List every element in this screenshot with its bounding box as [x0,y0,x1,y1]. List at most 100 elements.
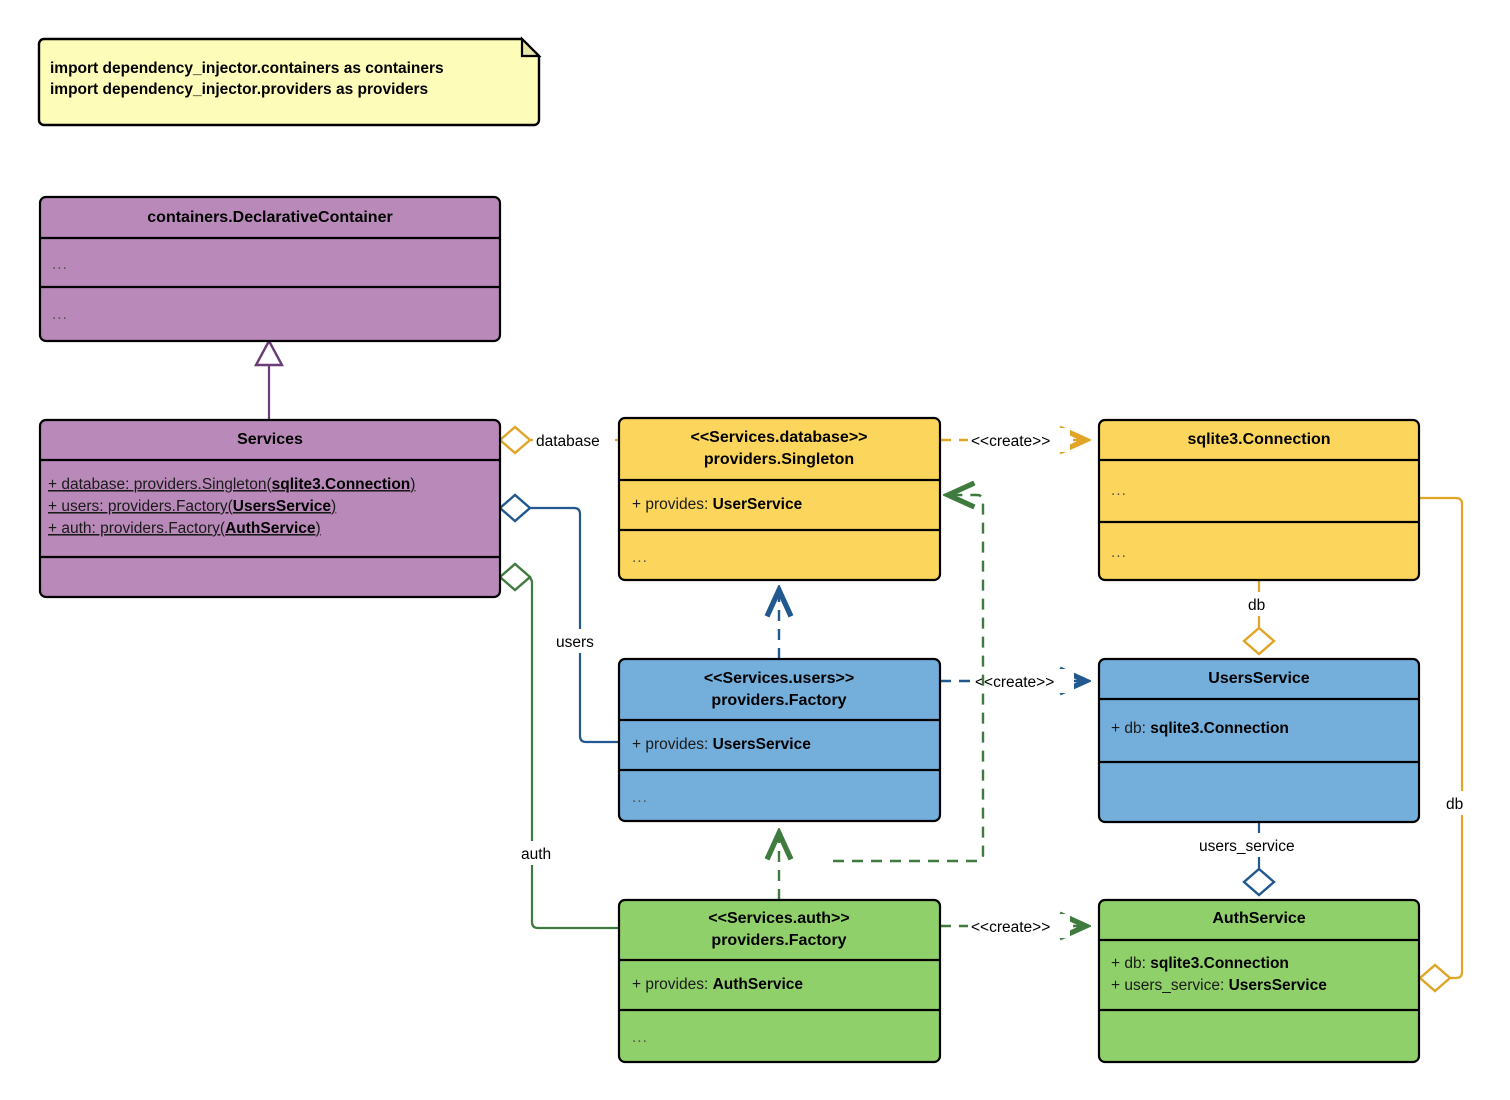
class-body [38,418,502,599]
class-services[interactable]: Services + database: providers.Singleton… [38,418,502,599]
class-declarative-container[interactable]: containers.DeclarativeContainer ... ... [38,195,502,343]
aggregation-diamond-icon [498,562,532,592]
class-auth-service[interactable]: AuthService + db: sqlite3.Connection + u… [1097,898,1421,1064]
attr-visibility: + [632,976,641,993]
label-backing [1244,592,1278,616]
aggregation-diamond-icon [1418,963,1452,993]
class-stereotype: <<Services.users>> [704,670,854,687]
class-attribute: + provides: UserService [632,496,803,513]
note-line-2: import dependency_injector.providers as … [50,81,428,98]
relation-assoc-users-service-auth: users_service [1196,822,1318,897]
label-backing [518,841,566,865]
edge-label-db-users: db [1248,597,1265,614]
edge-label-create-users: <<create>> [975,674,1054,691]
attr-type: sqlite3.Connection [272,476,411,493]
aggregation-diamond-icon [498,425,532,455]
class-services-auth[interactable]: <<Services.auth>> providers.Factory + pr… [617,898,942,1064]
class-attribute: + users: providers.Factory(UsersService) [48,498,336,515]
class-attribute: + provides: UsersService [632,736,811,753]
note-body [37,37,541,127]
attr-label: database: providers.Singleton( [61,476,272,493]
class-compartment-dots: ... [632,789,648,806]
attr-tail: ) [316,520,321,537]
note-line-1: import dependency_injector.containers as… [50,60,444,77]
attr-type: sqlite3.Connection [1150,720,1289,737]
attr-visibility: + [48,520,57,537]
class-attribute: + auth: providers.Factory(AuthService) [48,520,321,537]
class-title: sqlite3.Connection [1187,431,1330,448]
attr-type: AuthService [713,976,804,993]
class-body [617,416,942,582]
label-backing [1196,833,1318,857]
attr-label: users: providers.Factory( [61,498,233,515]
note-fold-icon [520,36,542,58]
edge-label-db-auth: db [1446,796,1463,813]
label-backing [1442,791,1476,815]
class-compartment-dots: ... [52,256,68,273]
generalization-triangle-icon [253,338,285,367]
class-stereotype: <<Services.auth>> [708,910,849,927]
label-backing [968,428,1070,452]
attr-type: UsersService [1229,977,1328,994]
attr-visibility: + [48,476,57,493]
attr-label: auth: providers.Factory( [61,520,226,537]
attr-visibility: + [48,498,57,515]
label-backing [533,428,615,452]
class-compartment-dots: ... [632,549,648,566]
class-title: providers.Factory [711,692,846,709]
attr-type: AuthService [225,520,316,537]
imports-note: import dependency_injector.containers as… [37,36,542,127]
relation-assoc-users: users [498,493,619,744]
class-title: Services [237,431,303,448]
edge-label-create-auth: <<create>> [971,919,1050,936]
relation-inherit-services-container [253,338,285,420]
class-title: providers.Singleton [704,451,854,468]
attr-label: provides: [645,496,712,513]
aggregation-diamond-icon [1242,867,1276,897]
class-stereotype: <<Services.database>> [690,429,867,446]
edge-label-create-database: <<create>> [971,433,1050,450]
relation-assoc-db-auth-service: db [1418,496,1476,993]
attr-type: UserService [713,496,803,513]
attr-visibility: + [632,736,641,753]
relation-create-auth: <<create>> [940,914,1086,938]
relation-create-users: <<create>> [940,669,1086,693]
class-services-database[interactable]: <<Services.database>> providers.Singleto… [617,416,942,582]
attr-visibility: + [1111,955,1120,972]
edge-label-users: users [556,634,594,651]
relation-assoc-database: database [498,425,619,455]
class-sqlite3-connection[interactable]: sqlite3.Connection ... ... [1097,418,1421,582]
class-body [617,657,942,823]
class-services-users[interactable]: <<Services.users>> providers.Factory + p… [617,657,942,823]
class-attribute: + provides: AuthService [632,976,803,993]
label-backing [968,914,1070,938]
aggregation-diamond-icon [498,493,532,523]
attr-type: sqlite3.Connection [1150,955,1289,972]
class-title: providers.Factory [711,932,846,949]
edge-label-users-service: users_service [1199,838,1295,855]
attr-type: UsersService [713,736,812,753]
class-compartment-dots: ... [1111,544,1127,561]
class-attribute: + db: sqlite3.Connection [1111,720,1289,737]
attr-visibility: + [1111,720,1120,737]
attr-label: users_service: [1124,977,1228,994]
relation-create-database: <<create>> [940,428,1086,452]
relation-assoc-auth: auth [498,562,619,930]
class-compartment-dots: ... [1111,482,1127,499]
attr-label: db: [1124,955,1150,972]
attr-label: db: [1124,720,1150,737]
class-title: AuthService [1212,910,1305,927]
attr-tail: ) [331,498,336,515]
class-body [617,898,942,1064]
edge-label-auth: auth [521,846,551,863]
aggregation-diamond-icon [1242,626,1276,656]
class-body [38,195,502,343]
class-users-service[interactable]: UsersService + db: sqlite3.Connection [1097,657,1421,824]
attr-visibility: + [1111,977,1120,994]
attr-label: provides: [645,976,712,993]
class-attribute: + users_service: UsersService [1111,977,1327,994]
edge-label-database: database [536,433,600,450]
class-compartment-dots: ... [632,1029,648,1046]
class-attribute: + db: sqlite3.Connection [1111,955,1289,972]
